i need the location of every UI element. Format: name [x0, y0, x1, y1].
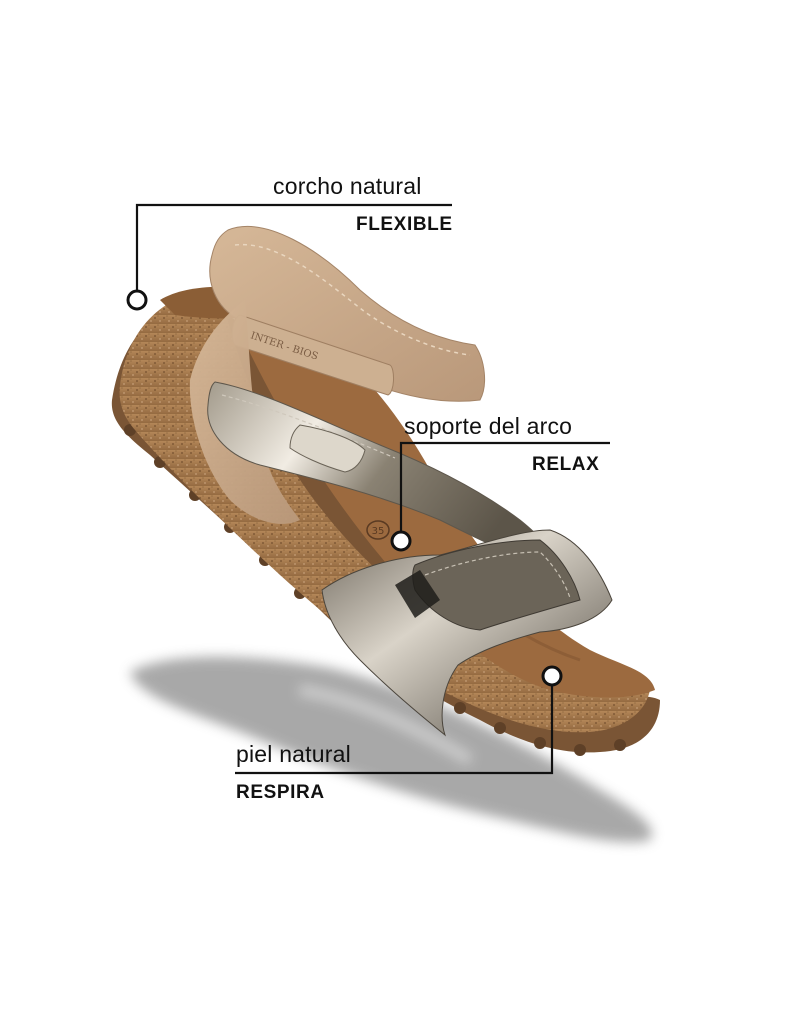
callout-markers: [126, 289, 563, 687]
callout-leaders: [135, 203, 610, 775]
callout-benefit-flexible: FLEXIBLE: [356, 214, 453, 235]
insole-size: 35: [372, 526, 385, 537]
marker-cork: [126, 289, 148, 311]
marker-leather: [541, 665, 563, 687]
callout-benefit-relax: RELAX: [532, 454, 600, 475]
cast-shadow: [130, 656, 652, 843]
callout-feature-leather: piel natural: [236, 741, 351, 767]
callout-benefit-respira: RESPIRA: [236, 782, 325, 803]
heel-strap: [209, 225, 486, 402]
marker-arch: [390, 530, 412, 552]
metallic-instep-tab: [289, 424, 366, 473]
callout-feature-arch: soporte del arco: [404, 413, 573, 439]
callout-feature-cork: corcho natural: [273, 173, 422, 199]
size-stamp-ring: [366, 520, 390, 540]
